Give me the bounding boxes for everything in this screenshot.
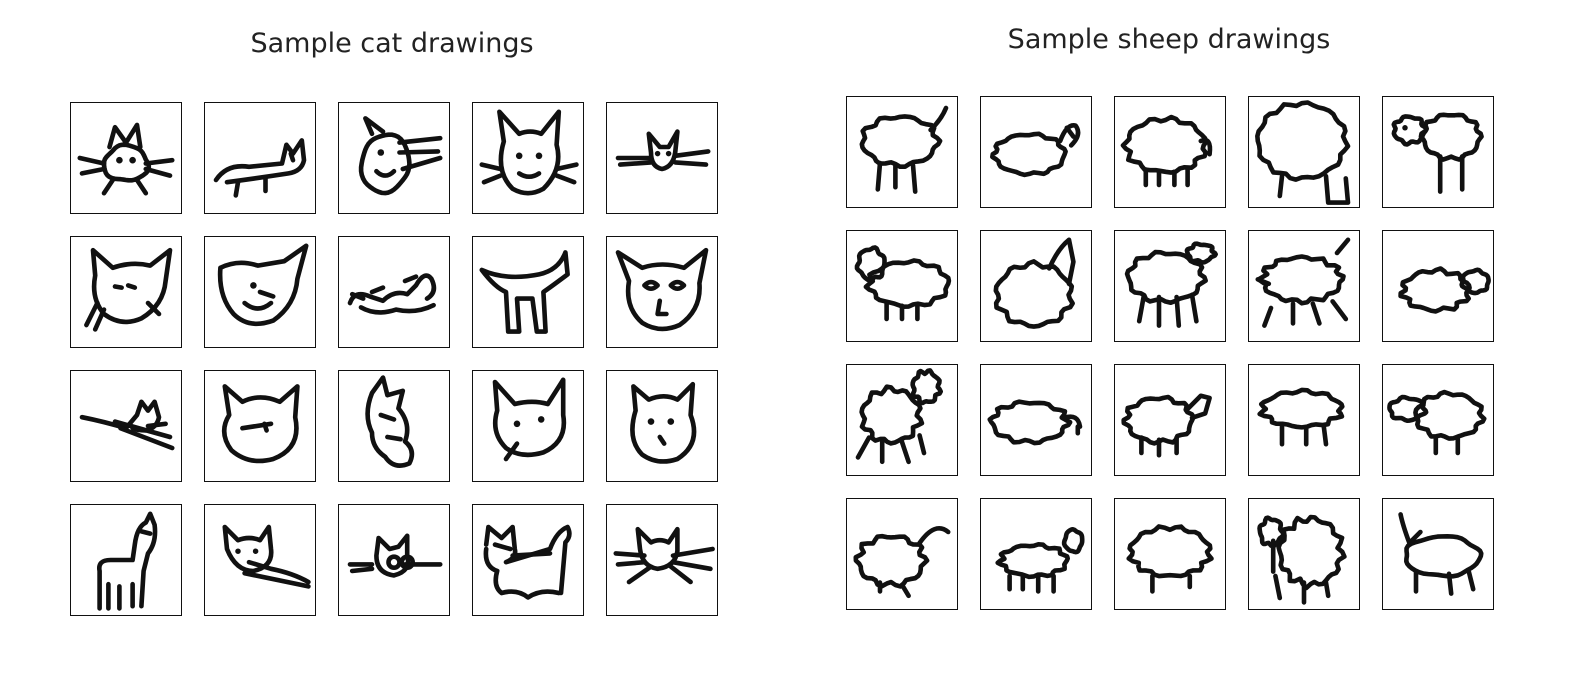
cat-drawing-cell [204, 504, 316, 616]
sheep-drawing-cell [1382, 364, 1494, 476]
sheep-doodle [993, 237, 1076, 329]
cat-drawing-cell [338, 102, 450, 214]
cat-doodle [479, 250, 570, 334]
sheep-doodle [987, 399, 1083, 446]
sheep-doodle [995, 527, 1085, 594]
sheep-drawing-cell [1114, 230, 1226, 342]
cat-drawing-cell [70, 102, 182, 214]
cat-doodle [221, 384, 300, 464]
cat-drawing-cell [204, 102, 316, 214]
cat-drawing-cell [606, 102, 718, 214]
sheep-doodle [990, 123, 1081, 178]
cat-drawing-cell [606, 504, 718, 616]
sheep-panel-title: Sample sheep drawings [1007, 24, 1331, 55]
sheep-doodle [1391, 112, 1484, 194]
cat-doodle [630, 381, 697, 464]
cat-doodle [347, 273, 437, 315]
sheep-doodle [1398, 266, 1491, 314]
cat-drawing-cell [70, 236, 182, 348]
sheep-drawing-cell [980, 498, 1092, 610]
cat-doodle [79, 399, 175, 451]
sheep-drawing-cell [980, 230, 1092, 342]
sheep-drawing-cell [846, 96, 958, 208]
sheep-doodle [1255, 100, 1351, 205]
cat-doodle [96, 511, 158, 611]
sheep-doodle [1255, 237, 1351, 328]
sheep-drawing-cell [1114, 96, 1226, 208]
sheep-doodle [1124, 241, 1218, 328]
cat-drawing-cell [338, 504, 450, 616]
cat-drawing-cell [338, 370, 450, 482]
cat-panel-title: Sample cat drawings [250, 28, 534, 59]
cat-doodle [483, 524, 572, 600]
cat-doodle [613, 526, 715, 585]
sheep-drawing-cell [980, 96, 1092, 208]
sheep-drawing-cell [1382, 96, 1494, 208]
cat-doodle [615, 247, 709, 332]
cat-doodle [217, 243, 309, 327]
cat-doodle [358, 116, 443, 196]
sheep-drawing-cell [1382, 498, 1494, 610]
sheep-doodle [1257, 387, 1345, 447]
sheep-drawing-cell [980, 364, 1092, 476]
cat-drawing-cell [204, 236, 316, 348]
sheep-drawing-cell [1114, 364, 1226, 476]
sheep-drawing-cell [1114, 498, 1226, 610]
cat-drawing-cell [472, 504, 584, 616]
cat-doodle [365, 375, 415, 468]
sheep-doodle [1126, 524, 1214, 594]
cat-doodle [347, 533, 443, 578]
cat-doodle [84, 247, 173, 332]
sheep-doodle [1387, 389, 1487, 456]
sheep-doodle [1398, 512, 1484, 596]
cat-doodle [222, 524, 311, 589]
cat-drawing-cell [338, 236, 450, 348]
cat-drawing-cell [70, 370, 182, 482]
cat-drawing-cell [472, 370, 584, 482]
sheep-drawing-cell [846, 364, 958, 476]
sheep-drawing-cell [1248, 498, 1360, 610]
cat-drawing-cell [472, 102, 584, 214]
cat-drawing-cell [70, 504, 182, 616]
cat-doodle [479, 109, 579, 196]
sheep-drawing-cell [1248, 364, 1360, 476]
sheep-doodle [1257, 514, 1347, 605]
sheep-drawing-cell [846, 230, 958, 342]
cat-doodle [213, 138, 307, 198]
sheep-doodle [855, 368, 944, 465]
cat-drawing-cell [204, 370, 316, 482]
sheep-doodle [859, 105, 949, 194]
sheep-drawing-cell [846, 498, 958, 610]
cat-doodle [615, 129, 711, 172]
sheep-doodle [853, 526, 951, 599]
sheep-drawing-cell [1382, 230, 1494, 342]
cat-doodle [77, 122, 175, 196]
sheep-doodle [1120, 114, 1213, 188]
sheep-doodle [854, 245, 952, 322]
cat-doodle [492, 377, 567, 462]
cat-drawing-cell [606, 236, 718, 348]
cat-drawing-cell [606, 370, 718, 482]
sheep-drawing-cell [1248, 230, 1360, 342]
cat-drawing-cell [472, 236, 584, 348]
sheep-drawing-cell [1248, 96, 1360, 208]
sheep-doodle [1121, 393, 1212, 458]
